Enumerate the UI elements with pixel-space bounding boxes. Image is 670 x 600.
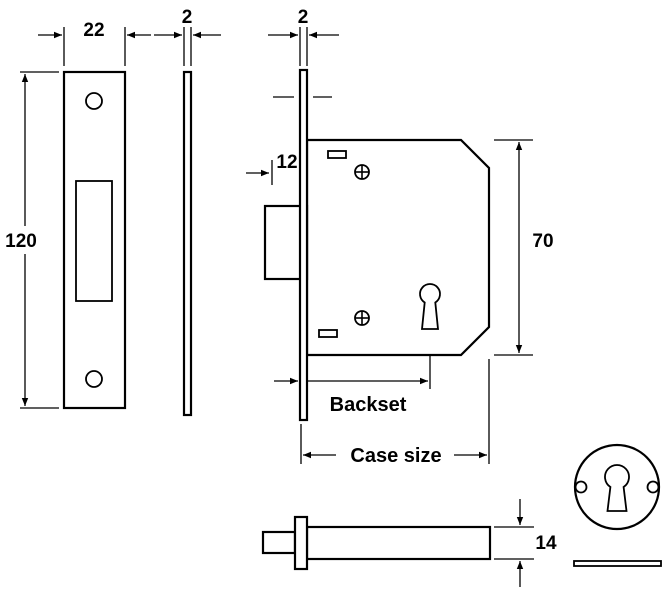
dimension-label: 22 bbox=[83, 20, 104, 41]
strike-plate-side-view bbox=[182, 70, 193, 417]
lock-case-front-view: Backset bbox=[263, 68, 491, 422]
escutcheon-front-view bbox=[573, 443, 661, 531]
bolt-protrusion-dimension: 12 bbox=[246, 152, 298, 185]
escutcheon-edge bbox=[573, 560, 662, 567]
strike-plate-edge bbox=[182, 70, 193, 417]
deadbolt-side bbox=[261, 530, 297, 555]
fixing-slot-top bbox=[327, 150, 347, 159]
screw-hole-top bbox=[85, 92, 103, 110]
case-outline bbox=[305, 138, 491, 357]
dimension-label: 2 bbox=[298, 7, 309, 28]
strike-plate-height-dimension: 120 bbox=[5, 71, 59, 409]
fixing-screw-top bbox=[354, 164, 370, 180]
keyhole-icon bbox=[419, 283, 441, 330]
faceplate-outline bbox=[298, 68, 309, 422]
faceplate-edge bbox=[293, 515, 309, 571]
case-height-dimension: 70 bbox=[494, 139, 554, 356]
fixing-slot-bottom bbox=[318, 329, 338, 338]
escutcheon-screw-hole-right bbox=[646, 480, 660, 494]
backset-label: Backset bbox=[330, 394, 407, 416]
strike-plate-front-view bbox=[62, 70, 127, 410]
strike-plate-width-dimension: 22 bbox=[38, 20, 151, 66]
faceplate-thickness-dimension: 2 bbox=[268, 7, 339, 66]
strike-plate-thickness-dimension: 2 bbox=[154, 7, 221, 66]
dimension-label: 2 bbox=[182, 7, 193, 28]
dimension-label: 12 bbox=[276, 152, 297, 173]
escutcheon-screw-hole-left bbox=[574, 480, 588, 494]
keyhole-icon bbox=[604, 464, 630, 512]
dimension-label: 14 bbox=[535, 533, 557, 554]
escutcheon-side-view bbox=[573, 560, 662, 567]
latch-cutout bbox=[75, 180, 113, 302]
dimension-label: 70 bbox=[532, 231, 553, 252]
fixing-screw-bottom bbox=[354, 310, 370, 326]
screw-hole-bottom bbox=[85, 370, 103, 388]
case-size-label: Case size bbox=[350, 445, 441, 467]
case-size-dimension: Case size bbox=[300, 359, 490, 467]
case-thickness-dimension: 14 bbox=[494, 499, 557, 587]
dimension-label: 120 bbox=[5, 231, 37, 252]
case-side-outline bbox=[305, 525, 492, 561]
lock-case-side-view bbox=[261, 515, 492, 571]
